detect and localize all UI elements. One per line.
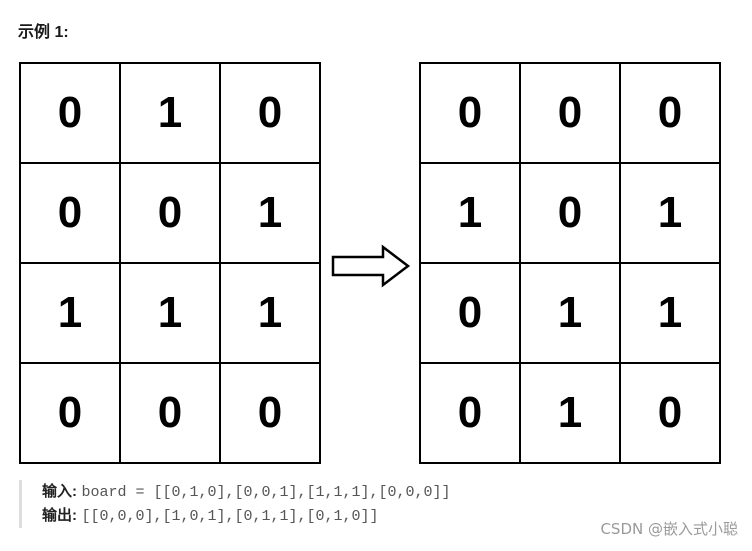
board-before-cell: 0 xyxy=(121,364,219,462)
output-label: 输出: xyxy=(42,507,77,524)
board-before-cell: 1 xyxy=(221,164,319,262)
board-after-cell: 0 xyxy=(521,164,619,262)
board-before-cell: 1 xyxy=(121,264,219,362)
input-value: board = [[0,1,0],[0,0,1],[1,1,1],[0,0,0]… xyxy=(81,484,451,501)
board-before-grid: 0 1 0 0 0 1 1 1 1 0 0 0 xyxy=(19,62,321,464)
board-after-cell: 0 xyxy=(421,264,519,362)
board-before-cell: 0 xyxy=(121,164,219,262)
output-line: 输出: [[0,0,0],[1,0,1],[0,1,1],[0,1,0]] xyxy=(42,504,742,528)
board-before-cell: 1 xyxy=(221,264,319,362)
board-after-cell: 1 xyxy=(421,164,519,262)
board-before-cell: 0 xyxy=(21,364,119,462)
input-line: 输入: board = [[0,1,0],[0,0,1],[1,1,1],[0,… xyxy=(42,480,742,504)
board-after-cell: 0 xyxy=(621,64,719,162)
board-after-grid: 0 0 0 1 0 1 0 1 1 0 1 0 xyxy=(419,62,721,464)
board-after-cell: 1 xyxy=(621,264,719,362)
board-after-cell: 0 xyxy=(621,364,719,462)
board-before-cell: 0 xyxy=(221,64,319,162)
board-before-cell: 0 xyxy=(21,164,119,262)
board-after-cell: 1 xyxy=(521,364,619,462)
board-before-cell: 0 xyxy=(221,364,319,462)
board-after-cell: 1 xyxy=(621,164,719,262)
input-label: 输入: xyxy=(42,483,77,500)
board-before-cell: 1 xyxy=(121,64,219,162)
example-code-block: 输入: board = [[0,1,0],[0,0,1],[1,1,1],[0,… xyxy=(19,480,742,528)
board-before-cell: 0 xyxy=(21,64,119,162)
right-arrow-icon xyxy=(331,244,411,288)
example-heading: 示例 1: xyxy=(18,24,69,41)
output-value: [[0,0,0],[1,0,1],[0,1,1],[0,1,0]] xyxy=(81,508,379,525)
board-after-cell: 0 xyxy=(421,64,519,162)
board-after-cell: 0 xyxy=(421,364,519,462)
board-before-cell: 1 xyxy=(21,264,119,362)
board-after-cell: 0 xyxy=(521,64,619,162)
csdn-watermark: CSDN @嵌入式小聪 xyxy=(600,520,738,538)
board-after-cell: 1 xyxy=(521,264,619,362)
